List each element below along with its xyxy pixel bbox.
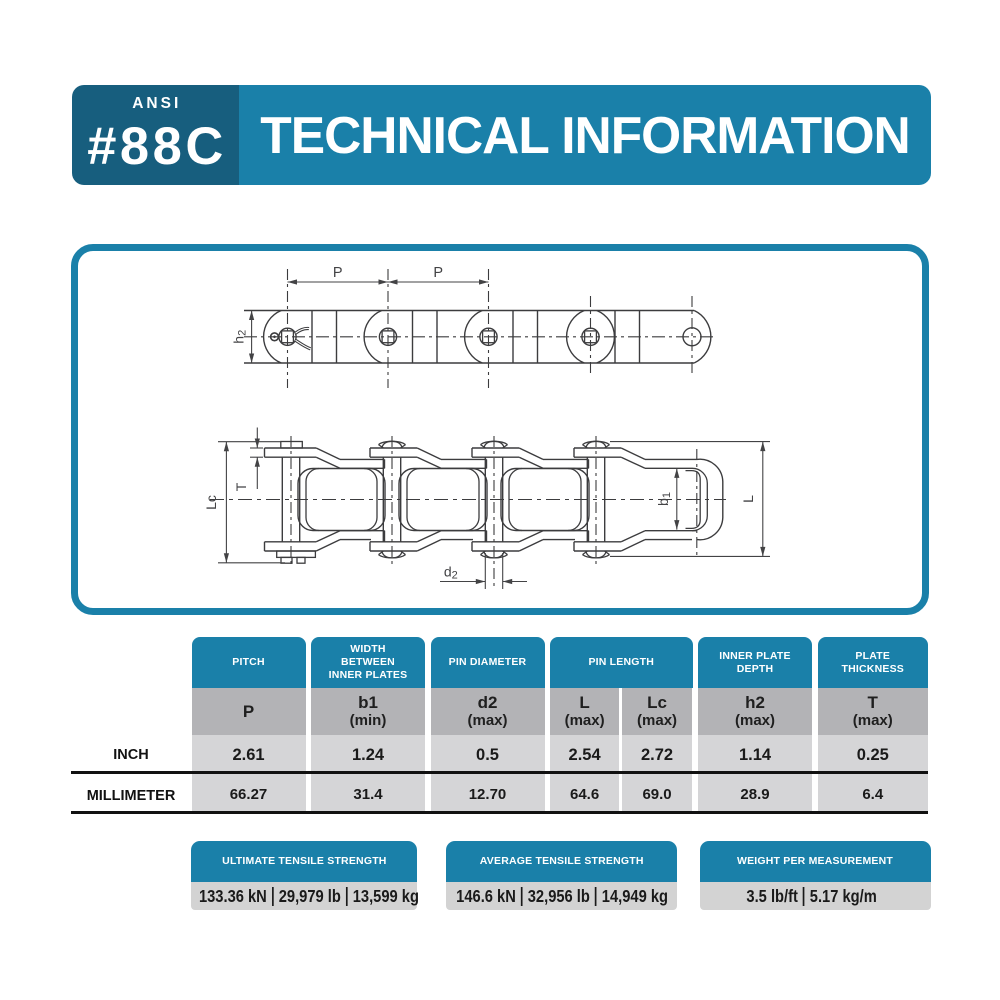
svg-text:P: P <box>333 265 343 281</box>
svg-text:T: T <box>233 482 249 491</box>
svg-text:b1: b1 <box>655 492 673 506</box>
svg-text:P: P <box>433 265 443 281</box>
svg-text:d2: d2 <box>444 564 458 582</box>
svg-text:Lc: Lc <box>203 495 219 510</box>
svg-text:h2: h2 <box>231 330 249 344</box>
svg-text:L: L <box>740 495 756 503</box>
